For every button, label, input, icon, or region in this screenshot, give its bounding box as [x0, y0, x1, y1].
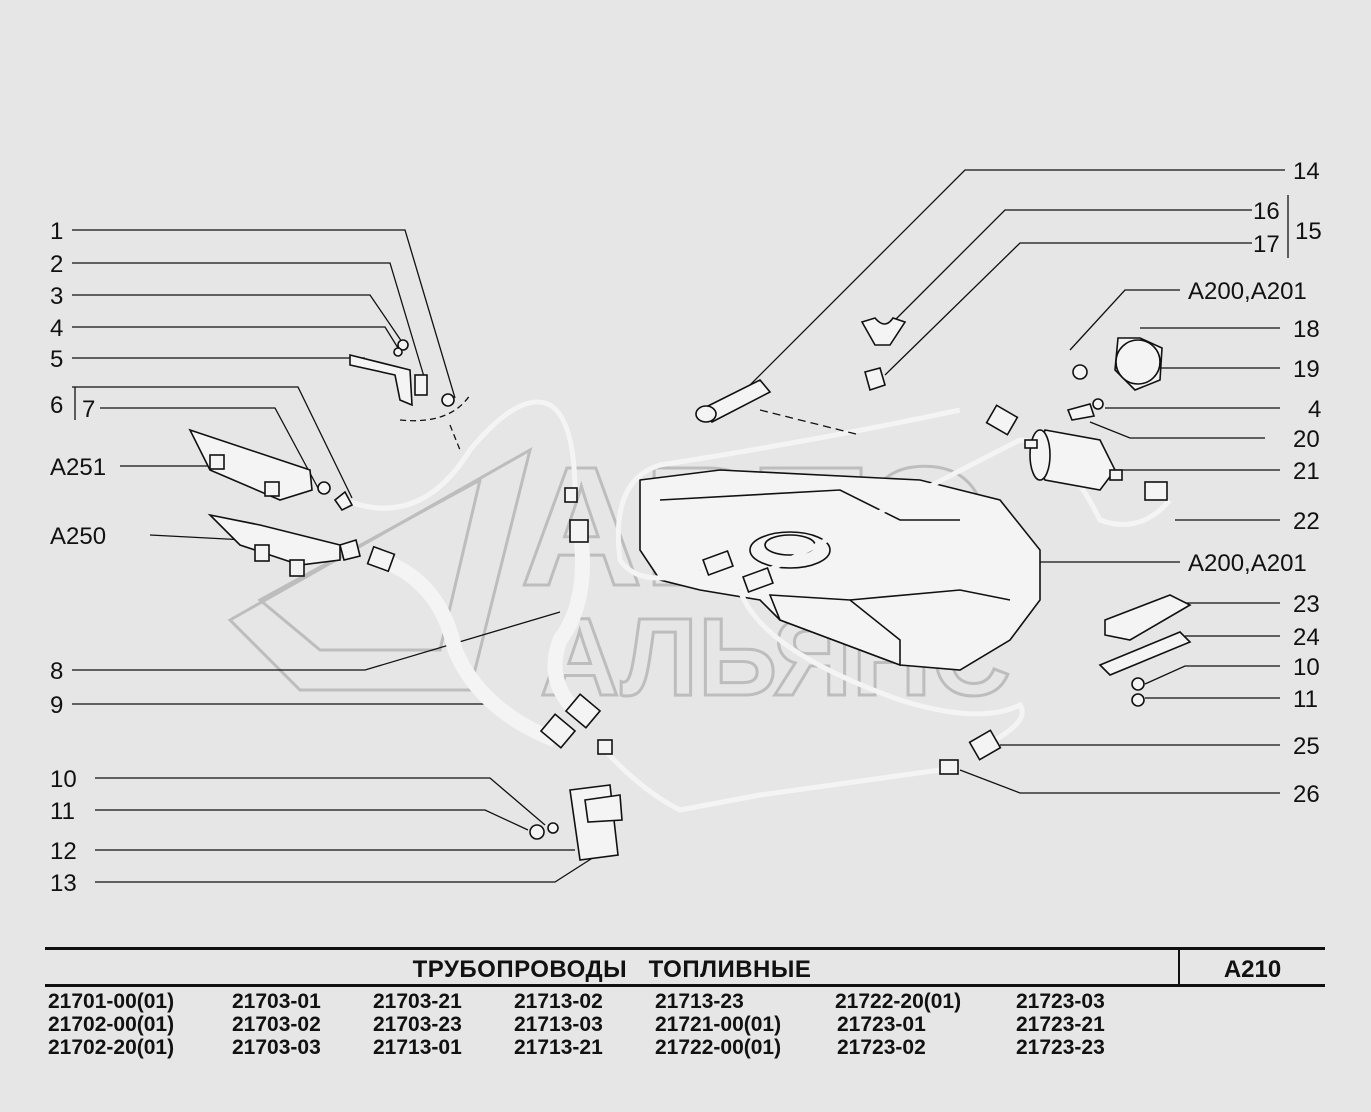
model-code: 21703-01	[232, 990, 321, 1013]
model-code: 21702-00(01)	[48, 1013, 175, 1036]
label-4-right: 4	[1308, 396, 1321, 423]
label-10: 10	[50, 766, 77, 793]
label-a250: A250	[50, 523, 106, 550]
model-code: 21713-02	[514, 990, 603, 1013]
title-bar: ТРУБОПРОВОДЫ ТОПЛИВНЫЕ A210	[45, 947, 1325, 987]
label-17: 17	[1253, 231, 1280, 258]
right-leaders	[739, 169, 1289, 794]
model-code: 21702-20(01)	[48, 1036, 175, 1059]
model-code: 21703-23	[373, 1013, 462, 1036]
label-a200-a201-top: A200,A201	[1188, 278, 1307, 305]
label-26: 26	[1293, 781, 1320, 808]
label-4: 4	[50, 315, 63, 342]
model-code: 21723-03	[1016, 990, 1105, 1013]
label-5: 5	[50, 346, 63, 373]
label-8: 8	[50, 658, 63, 685]
model-code: 21723-01	[837, 1013, 926, 1036]
label-20: 20	[1293, 426, 1320, 453]
label-12: 12	[50, 838, 77, 865]
model-code: 21723-21	[1016, 1013, 1105, 1036]
label-15: 15	[1295, 218, 1322, 245]
fuel-tank	[639, 469, 1041, 671]
model-list: 21701-00(01) 21702-00(01) 21702-20(01) 2…	[48, 990, 1328, 1070]
fuel-hoses	[344, 399, 1172, 813]
label-2: 2	[50, 251, 63, 278]
label-23: 23	[1293, 591, 1320, 618]
model-code: 21721-00(01)	[655, 1013, 782, 1036]
right-labels: 14 16 15 17 A200,A201 18 19 4 20 21 22 A…	[1188, 158, 1322, 808]
fuel-lines-diagram: АВТО АЛЬЯНС	[50, 158, 1322, 897]
model-code: 21713-01	[373, 1036, 462, 1059]
label-11-right: 11	[1293, 686, 1318, 713]
label-6: 6	[50, 392, 63, 419]
model-code: 21703-03	[232, 1036, 321, 1059]
right-parts	[529, 317, 1192, 861]
label-14: 14	[1293, 158, 1320, 185]
model-code: 21713-23	[655, 990, 744, 1013]
label-7: 7	[82, 396, 95, 423]
label-3: 3	[50, 283, 63, 310]
label-11: 11	[50, 798, 75, 825]
label-24: 24	[1293, 624, 1320, 651]
model-code: 21701-00(01)	[48, 990, 175, 1013]
model-code: 21722-20(01)	[835, 990, 962, 1013]
model-code: 21722-00(01)	[655, 1036, 782, 1059]
fuel-rails	[188, 428, 341, 577]
connectors	[333, 404, 1168, 775]
model-code: 21713-03	[514, 1013, 603, 1036]
label-13: 13	[50, 870, 77, 897]
page-title: ТРУБОПРОВОДЫ ТОПЛИВНЫЕ	[412, 956, 812, 983]
label-19: 19	[1293, 356, 1320, 383]
model-code: 21703-02	[232, 1013, 321, 1036]
section-code: A210	[1223, 956, 1282, 983]
bracket-group	[349, 339, 471, 451]
model-code: 21703-21	[373, 990, 462, 1013]
label-9: 9	[50, 692, 63, 719]
label-21: 21	[1293, 458, 1320, 485]
model-code: 21723-02	[837, 1036, 926, 1059]
label-a200-a201-mid: A200,A201	[1188, 550, 1307, 577]
model-code: 21723-23	[1016, 1036, 1105, 1059]
label-16: 16	[1253, 198, 1280, 225]
label-18: 18	[1293, 316, 1320, 343]
label-22: 22	[1293, 508, 1320, 535]
model-code: 21713-21	[514, 1036, 603, 1059]
label-1: 1	[50, 218, 63, 245]
label-10-right: 10	[1293, 654, 1320, 681]
title-divider	[1178, 950, 1180, 984]
label-a251: A251	[50, 454, 106, 481]
left-labels: 1 2 3 4 5 6 7 A251 A250 8 9 10 11 12 13	[50, 218, 106, 897]
label-25: 25	[1293, 733, 1320, 760]
